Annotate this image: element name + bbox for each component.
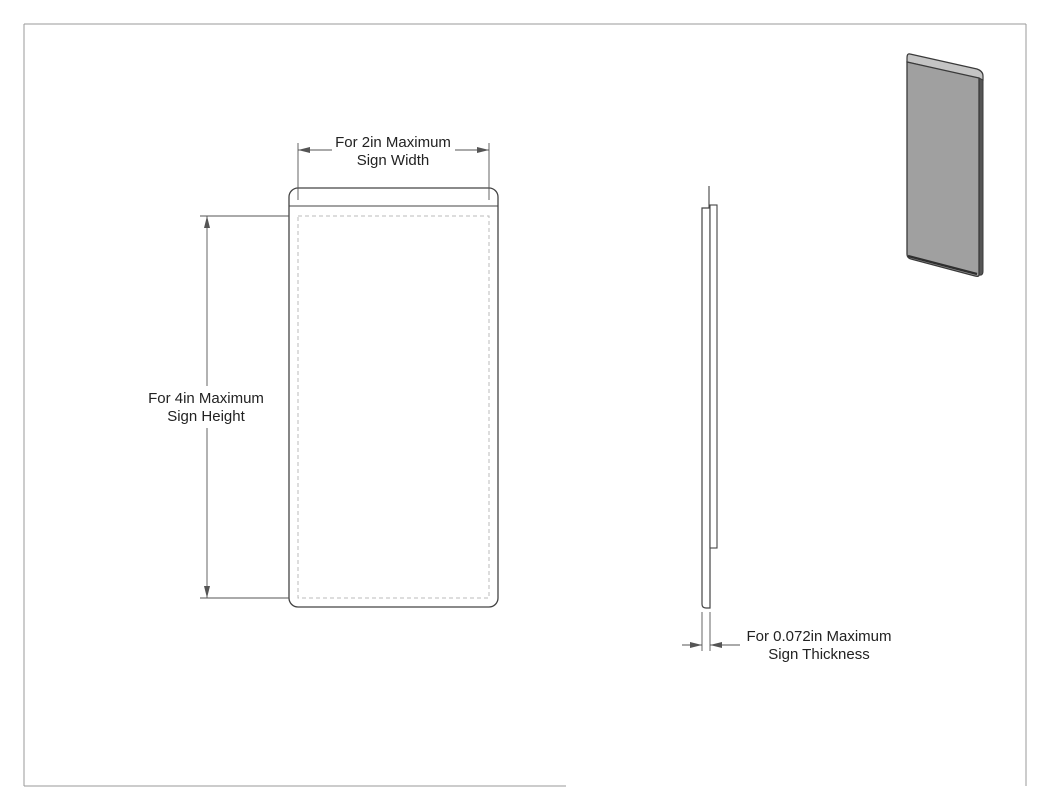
thickness-label-line1: For 0.072in Maximum [746,628,891,645]
side-front-lip [709,204,718,549]
width-label-line1: For 2in Maximum [335,134,451,151]
width-dimension [297,143,490,200]
holder-outline [288,187,499,608]
thickness-dimension [682,612,740,651]
thickness-label-line2: Sign Thickness [768,646,869,663]
height-label-line2: Sign Height [167,408,245,425]
sheet-border [23,23,1027,787]
isometric-view [906,53,984,277]
front-view [288,187,499,608]
iso-bottom-edge [907,254,978,276]
width-label-line2: Sign Width [357,152,430,169]
height-label-line1: For 4in Maximum [148,390,264,407]
side-back-plate [701,207,711,609]
height-dimension [200,215,289,599]
iso-front-face [906,61,980,277]
sign-insert-hidden [297,215,490,599]
side-view [701,186,718,609]
